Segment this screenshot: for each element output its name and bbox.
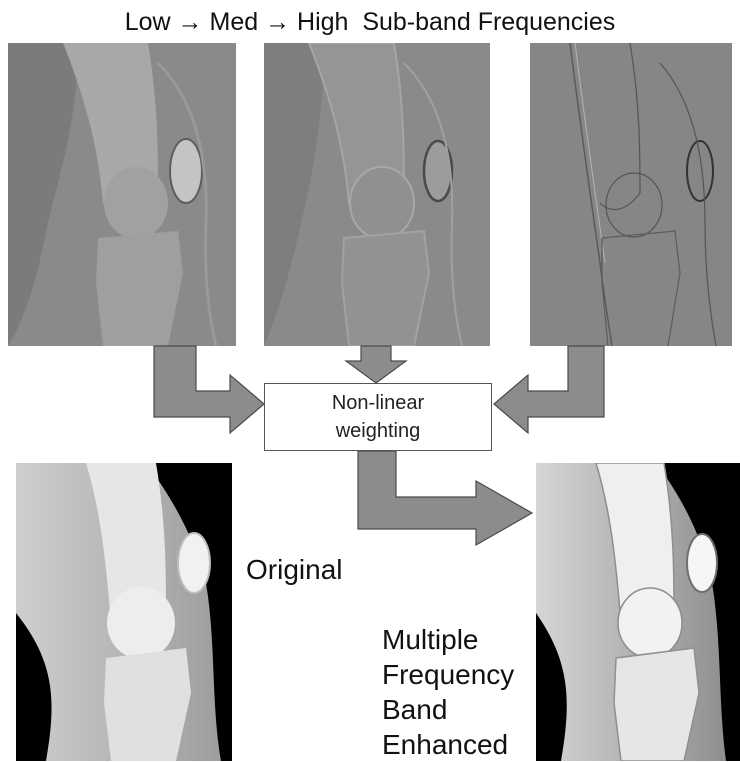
arrow-from-medium: [346, 346, 406, 383]
enhanced-label-line-4: Enhanced: [382, 727, 514, 762]
original-label: Original: [246, 552, 342, 587]
enhanced-label-line-3: Band: [382, 692, 514, 727]
arrow-from-low: [154, 346, 264, 433]
arrow-to-enhanced: [358, 451, 532, 545]
box-line-1: Non-linear: [332, 389, 424, 417]
enhanced-label: Multiple Frequency Band Enhanced: [382, 622, 514, 762]
enhanced-label-line-2: Frequency: [382, 657, 514, 692]
box-line-2: weighting: [332, 417, 424, 445]
enhanced-label-line-1: Multiple: [382, 622, 514, 657]
original-label-text: Original: [246, 552, 342, 587]
arrow-from-high: [494, 346, 604, 433]
nonlinear-weighting-box: Non-linear weighting: [264, 383, 492, 451]
